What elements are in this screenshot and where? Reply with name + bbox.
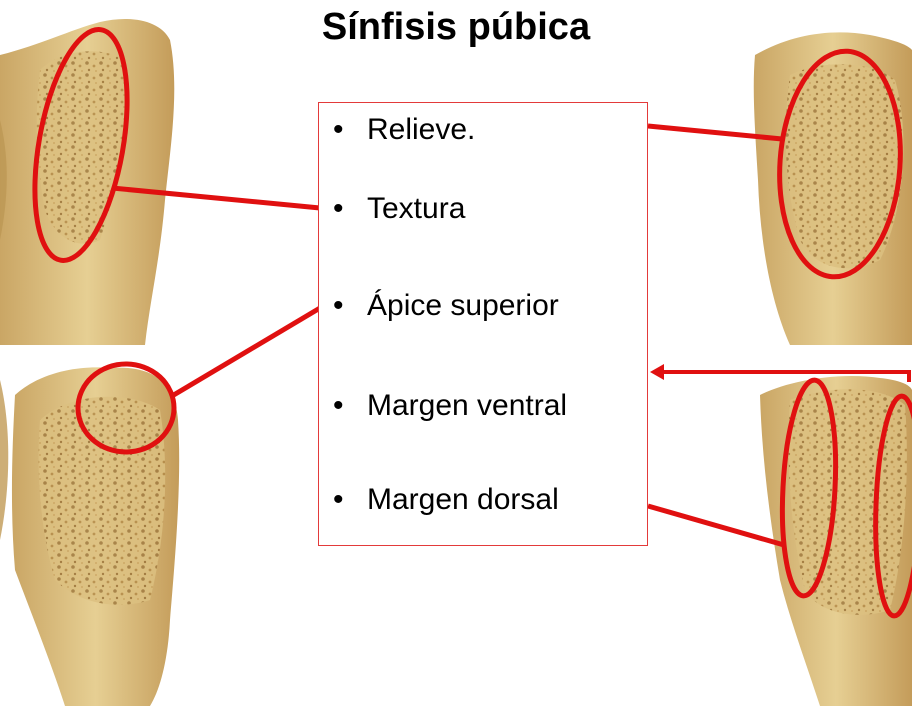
feature-dorsal-margin-label: Margen dorsal xyxy=(367,483,559,516)
bone-image-bottom-left xyxy=(0,367,179,706)
list-item: •Margen ventral xyxy=(333,389,567,423)
bullet: • xyxy=(333,389,367,423)
feature-list-box: •Relieve. •Textura •Ápice superior •Marg… xyxy=(318,102,648,546)
bullet: • xyxy=(333,289,367,323)
connector-superior-apex xyxy=(172,308,320,396)
bone-image-top-left xyxy=(0,19,174,345)
list-item: •Ápice superior xyxy=(333,289,559,323)
list-item: •Margen dorsal xyxy=(333,483,559,517)
page-title: Sínfisis púbica xyxy=(0,6,912,49)
bullet: • xyxy=(333,483,367,517)
feature-superior-apex-label: Ápice superior xyxy=(367,289,559,322)
bullet: • xyxy=(333,113,367,147)
list-item: •Relieve. xyxy=(333,113,475,147)
feature-relief-label: Relieve. xyxy=(367,113,475,146)
feature-ventral-margin-label: Margen ventral xyxy=(367,389,567,422)
bullet: • xyxy=(333,192,367,226)
feature-texture-label: Textura xyxy=(367,192,465,225)
connector-dorsal-margin xyxy=(648,506,784,545)
list-item: •Textura xyxy=(333,192,465,226)
